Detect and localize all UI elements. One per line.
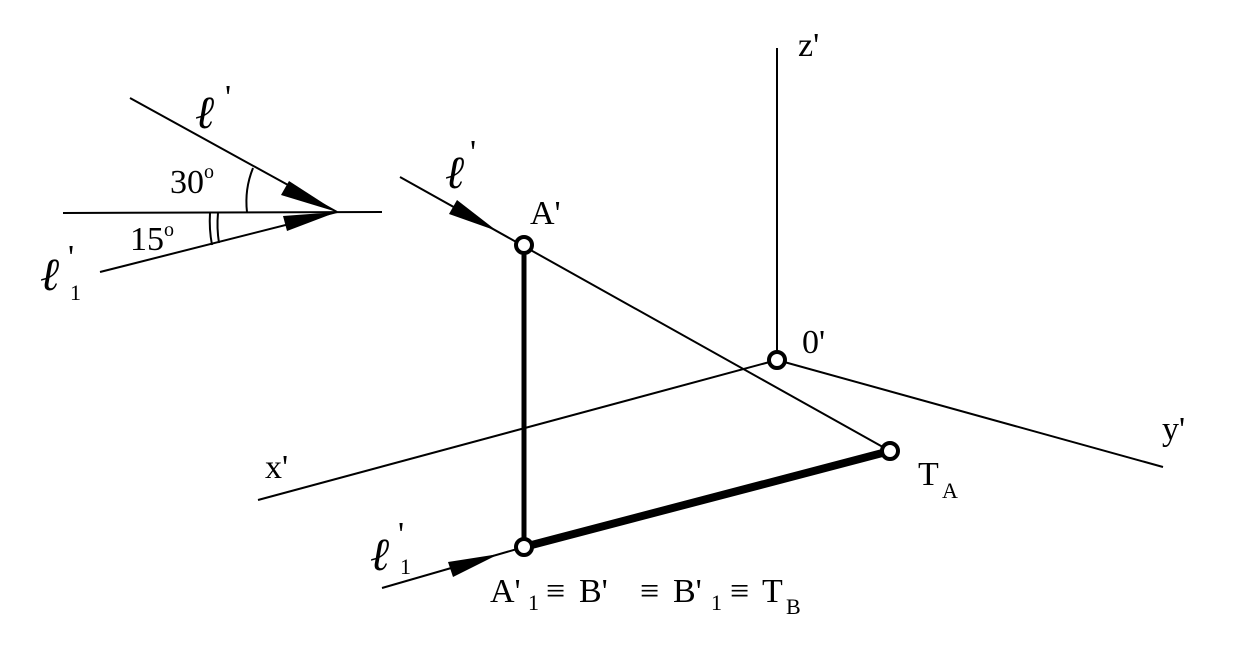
l-prime: '	[470, 134, 476, 171]
inset-l1-subscript: 1	[70, 280, 81, 305]
bottom-b1-label: B'	[673, 573, 702, 610]
point-origin-marker	[767, 350, 787, 370]
x-axis-label: x'	[265, 449, 288, 486]
projection-lines: ℓ ' ℓ ' 1	[370, 134, 891, 589]
l-arrowhead	[449, 200, 497, 231]
y-axis-label: y'	[1162, 411, 1185, 448]
inset-l-prime: '	[225, 79, 231, 116]
inset-l-symbol: ℓ	[195, 85, 215, 139]
bottom-equiv-1: ≡	[546, 573, 565, 610]
inset-horizontal-line	[62, 211, 383, 214]
point-a1-marker	[514, 537, 534, 557]
direction-inset: ℓ ' ℓ ' 1 30 o 15 o	[40, 79, 383, 305]
y-axis-line	[776, 359, 1164, 468]
point-a-label: A'	[530, 195, 561, 232]
bottom-b1-subscript: 1	[711, 590, 722, 615]
l-symbol: ℓ	[445, 145, 465, 199]
point-ta-label: T	[918, 456, 939, 493]
inset-l1-prime: '	[68, 239, 74, 276]
point-ta-subscript: A	[942, 478, 958, 503]
angle-15-arc-inner	[216, 212, 220, 244]
l1-subscript: 1	[400, 554, 411, 579]
l1-prime: '	[398, 516, 404, 553]
bottom-equiv-3: ≡	[730, 573, 749, 610]
l1-symbol: ℓ	[370, 527, 390, 581]
bottom-t-label: T	[762, 573, 783, 610]
origin-label: 0'	[802, 324, 825, 361]
angle-30-label: 30	[170, 164, 204, 201]
bottom-coincidence-label: A' 1 ≡ B' ≡ B' 1 ≡ T B	[490, 573, 801, 619]
bottom-a-label: A'	[490, 573, 521, 610]
segment-a1-ta	[522, 447, 892, 551]
x-axis-line	[257, 359, 778, 501]
inset-l1-arrowhead	[283, 212, 337, 231]
inset-l-arrowhead	[281, 181, 337, 212]
bottom-equiv-2: ≡	[640, 573, 659, 610]
angle-15-label: 15	[130, 221, 164, 258]
point-ta-marker	[880, 441, 900, 461]
bottom-t-subscript: B	[786, 594, 801, 619]
bottom-b-label: B'	[579, 573, 608, 610]
point-a-marker	[514, 235, 534, 255]
l1-arrowhead	[448, 554, 499, 577]
z-axis-label: z'	[798, 27, 819, 64]
angle-30-degree: o	[204, 161, 214, 183]
bottom-a-subscript: 1	[528, 590, 539, 615]
angle-30-arc	[245, 167, 254, 213]
axes: z' x' y' 0'	[257, 27, 1185, 501]
angle-15-degree: o	[164, 219, 174, 241]
inset-l1-symbol: ℓ	[40, 247, 60, 301]
angle-15-arc-outer	[208, 212, 213, 246]
